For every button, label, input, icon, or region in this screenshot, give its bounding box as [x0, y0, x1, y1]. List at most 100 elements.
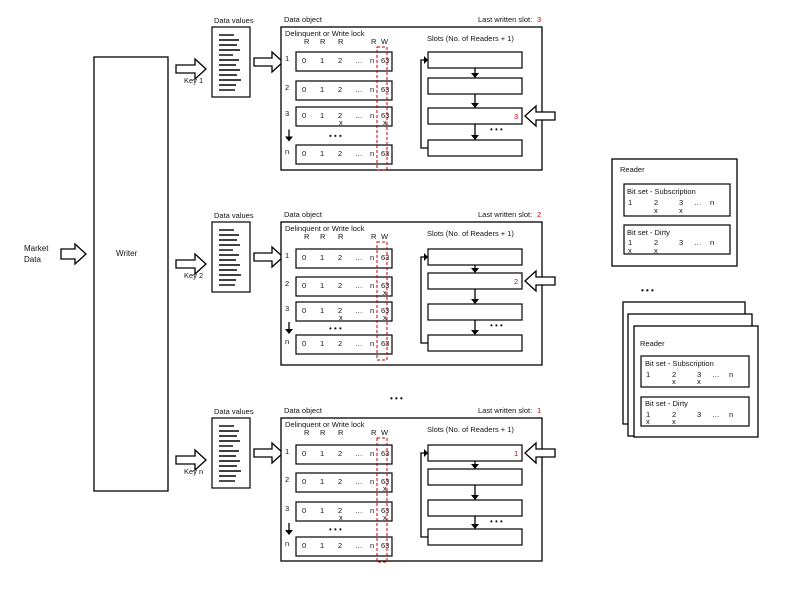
cell-value: …	[355, 477, 363, 486]
row-label: 1	[285, 251, 289, 260]
bit-value: 3	[679, 198, 683, 207]
row-label: 3	[285, 109, 289, 118]
cell-value: 0	[302, 111, 306, 120]
groups-ellipsis: • • •	[390, 394, 403, 403]
bit-value: 2	[654, 238, 658, 247]
cell-value: 1	[320, 306, 324, 315]
cell-value: 63	[381, 85, 389, 94]
bit-value: 2	[654, 198, 658, 207]
cell-value: 0	[302, 541, 306, 550]
bit-mark: x	[654, 206, 658, 215]
row-label: n	[285, 337, 289, 346]
bit-mark: x	[697, 377, 701, 386]
cell-mark: x	[383, 484, 387, 493]
last-written-slot-value: 1	[537, 406, 541, 415]
cell-value: n	[370, 56, 374, 65]
cell-value: n	[370, 281, 374, 290]
subscription-bitset-title: Bit set - Subscription	[627, 187, 696, 196]
data-values-label: Data values	[214, 211, 254, 220]
write-column-highlight	[376, 46, 388, 171]
cell-mark: x	[383, 288, 387, 297]
last-written-slot-value: 3	[537, 15, 541, 24]
market-data-input: Market Data	[24, 242, 87, 266]
cell-value: 1	[320, 56, 324, 65]
slots-ellipsis: • • •	[490, 125, 503, 134]
lock-header: Delinquent or Write lock	[285, 29, 365, 38]
market-data-label-line1: Market	[24, 244, 49, 253]
dirty-bitset-title: Bit set - Dirty	[627, 228, 670, 237]
row-label: n	[285, 539, 289, 548]
slot	[427, 139, 523, 157]
cell-value: 63	[381, 281, 389, 290]
slot-down-arrow-icon	[471, 464, 479, 469]
data-values-label: Data values	[214, 16, 254, 25]
bit-value: …	[712, 370, 720, 379]
data-values-document-icon	[211, 221, 251, 293]
lock-row	[295, 51, 393, 72]
cell-mark: x	[383, 118, 387, 127]
cell-value: 63	[381, 306, 389, 315]
cell-value: 63	[381, 449, 389, 458]
key-label: Key 1	[184, 76, 203, 85]
slot-down-arrow-icon	[471, 299, 479, 304]
subscription-bitset-box	[640, 355, 750, 388]
slot	[427, 248, 523, 266]
cell-value: 2	[338, 253, 342, 262]
cell-value: 2	[338, 306, 342, 315]
row-label: 1	[285, 54, 289, 63]
cell-value: …	[355, 85, 363, 94]
slot	[427, 468, 523, 486]
cell-value: 1	[320, 85, 324, 94]
subscription-bitset-title: Bit set - Subscription	[645, 359, 714, 368]
cell-value: 2	[338, 56, 342, 65]
key-arrow-icon	[175, 57, 207, 81]
cell-value: 63	[381, 506, 389, 515]
lock-row	[295, 80, 393, 101]
data-values-document-icon	[211, 26, 251, 98]
cell-value: 63	[381, 149, 389, 158]
column-letter: R	[320, 428, 326, 437]
rows-ellipsis: • • •	[329, 324, 342, 333]
reader-panel: Reader Bit set - Subscription 1 2 3 … n …	[611, 158, 738, 267]
cell-value: n	[370, 477, 374, 486]
cell-mark: x	[339, 313, 343, 322]
cell-value: 1	[320, 541, 324, 550]
lock-row	[295, 334, 393, 355]
bit-value: …	[712, 410, 720, 419]
cell-value: 1	[320, 281, 324, 290]
cell-value: 63	[381, 253, 389, 262]
slots-header: Slots (No. of Readers + 1)	[427, 34, 514, 43]
cell-value: n	[370, 339, 374, 348]
market-data-arrow-icon	[60, 242, 87, 266]
column-letter: W	[381, 232, 389, 241]
cell-value: …	[355, 306, 363, 315]
reader-title: Reader	[640, 339, 665, 348]
cell-mark: x	[339, 513, 343, 522]
slot-down-arrow-icon	[471, 103, 479, 108]
slots-header: Slots (No. of Readers + 1)	[427, 425, 514, 434]
bit-mark: x	[672, 417, 676, 426]
key-arrow-icon	[175, 448, 207, 472]
bit-mark: x	[654, 246, 658, 255]
cell-value: 0	[302, 253, 306, 262]
wrap-around-line	[420, 59, 428, 149]
bit-value: 1	[646, 410, 650, 419]
cell-value: …	[355, 149, 363, 158]
column-letter: R	[304, 428, 310, 437]
cell-value: 0	[302, 85, 306, 94]
cell-value: 2	[338, 149, 342, 158]
cell-value: 0	[302, 506, 306, 515]
last-written-pointer-arrow-icon	[524, 441, 556, 465]
cell-value: 63	[381, 111, 389, 120]
cell-value: 2	[338, 339, 342, 348]
slot	[427, 303, 523, 321]
rows-ellipsis: • • •	[329, 525, 342, 534]
bit-mark: x	[672, 377, 676, 386]
column-letter: R	[338, 232, 344, 241]
cell-value: 2	[338, 281, 342, 290]
slot-down-arrow-icon	[471, 330, 479, 335]
slot	[427, 528, 523, 546]
dirty-bitset-box	[640, 396, 750, 427]
